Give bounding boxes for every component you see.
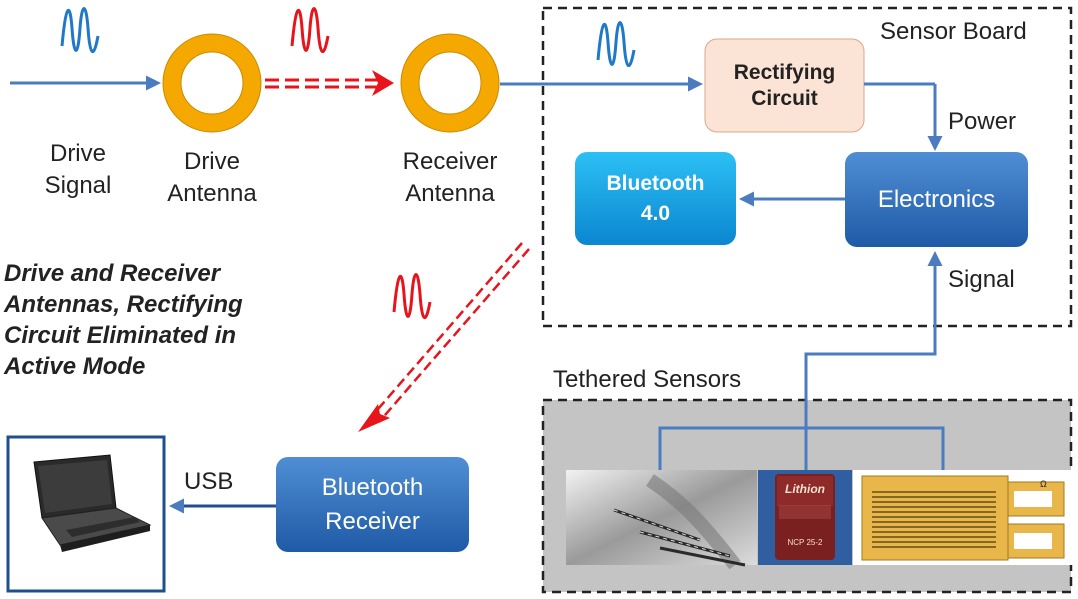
battery-model-label: NCP 25-2 — [787, 538, 823, 547]
power-label: Power — [948, 108, 1017, 135]
bluetooth-40-box — [575, 152, 736, 245]
usb-label: USB — [184, 468, 234, 495]
signal-label: Signal — [948, 266, 1015, 293]
svg-text:Ω: Ω — [1040, 479, 1047, 489]
receiver-antenna-label: Receiver Antenna — [402, 148, 498, 207]
drive-signal-wave-icon — [60, 7, 100, 53]
active-mode-note: Drive and Receiver Antennas, Rectifying … — [4, 260, 243, 380]
laptop-icon — [33, 454, 152, 552]
drive-signal-label: Drive Signal — [44, 140, 112, 199]
tethered-sensors-label: Tethered Sensors — [553, 366, 742, 393]
sensor-photo-wire — [566, 470, 757, 570]
electronics-label: Electronics — [877, 185, 996, 213]
drive-antenna-ring — [163, 34, 261, 132]
rectifying-circuit-label: Rectifying Circuit — [733, 60, 836, 110]
drive-antenna-label: Drive Antenna — [167, 148, 257, 207]
bluetooth-rf-wave-icon — [392, 273, 432, 319]
bluetooth-receiver-box — [276, 457, 469, 552]
bluetooth-receiver-label: Bluetooth Receiver — [321, 473, 424, 535]
electronics-box — [845, 152, 1028, 247]
bluetooth-wireless-arrow — [371, 242, 523, 417]
battery-brand-label: Lithion — [785, 482, 825, 496]
bluetooth-40-label: Bluetooth 4.0 — [606, 171, 705, 225]
receiver-antenna-ring — [401, 34, 499, 132]
sensor-photo-battery — [758, 470, 852, 565]
signal-line — [804, 251, 943, 470]
received-wave-icon — [596, 21, 636, 67]
rf-wave-icon — [290, 7, 330, 53]
sensor-board-frame — [541, 6, 1073, 328]
sensor-board-label: Sensor Board — [880, 18, 1027, 45]
sensor-photo-strain-gauge: Ω — [853, 470, 1073, 565]
tether-lines — [658, 426, 945, 472]
